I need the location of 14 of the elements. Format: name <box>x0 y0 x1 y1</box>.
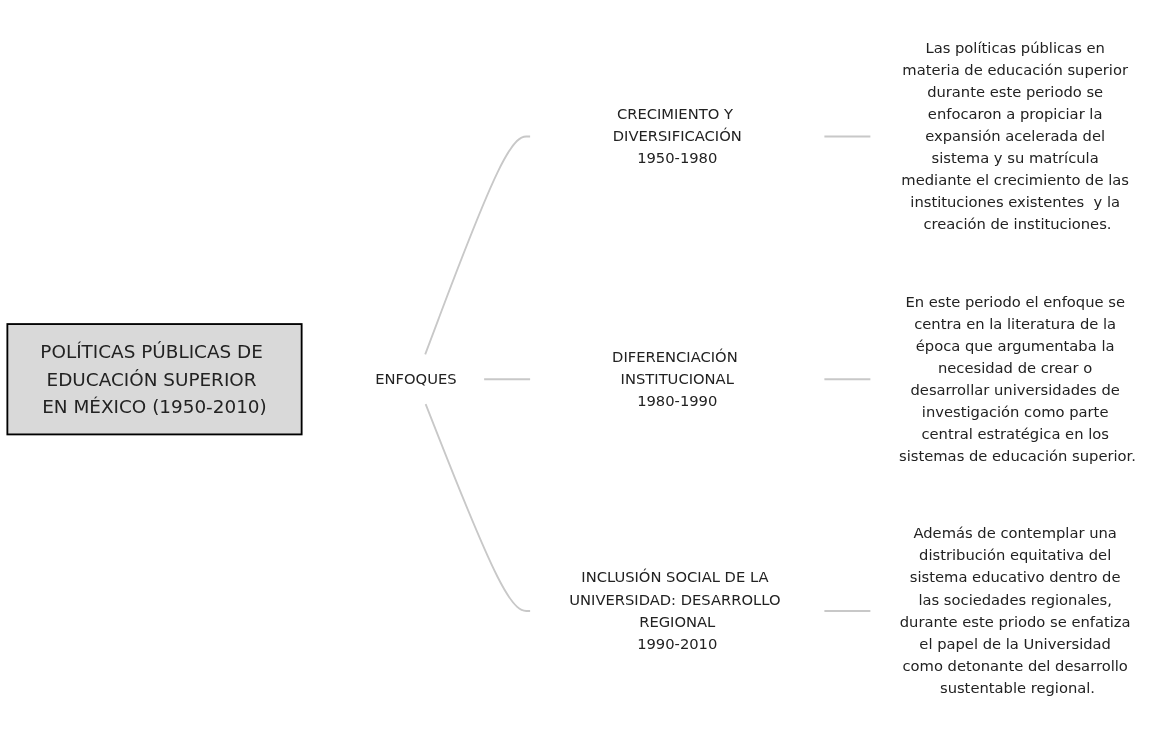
connector <box>823 609 872 612</box>
connector <box>424 402 532 612</box>
connector <box>823 135 872 138</box>
connector <box>424 135 532 356</box>
node-text: En este periodo el enfoque se centra en la literatura de la época que argumentaba la necesidad de crear o desarrollar universidades de investigación como parte central estratégica en los sistemas de educación superior. <box>899 292 1136 465</box>
node-text: ENFOQUES <box>375 369 457 388</box>
node-text: CRECIMIENTO Y DIVERSIFICACIÓN 1950-1980 <box>612 105 742 167</box>
connector <box>483 378 532 380</box>
node-text: Además de contemplar una distribución equitativa del sistema educativo dentro de las sociedades regionales, durante este priodo se enfatiza el papel de la Universidad como detonante del desarrollo sustentable regional. <box>899 524 1131 697</box>
node-text: Las políticas públicas en materia de educación superior durante este periodo se enfocaron a propiciar la expansión acelerada del sistema y su matrícula mediante el crecimiento de las instituciones existentes y la creación de instituciones. <box>901 38 1129 233</box>
node-text: INCLUSIÓN SOCIAL DE LA UNIVERSIDAD: DESARROLLO REGIONAL 1990-2010 <box>569 568 781 653</box>
node-box: POLÍTICAS PÚBLICAS DE EDUCACIÓN SUPERIOR EN MÉXICO (1950-2010) <box>6 322 303 436</box>
node-text: DIFERENCIACIÓN INSTITUCIONAL 1980-1990 <box>612 347 738 410</box>
connector <box>823 378 872 380</box>
